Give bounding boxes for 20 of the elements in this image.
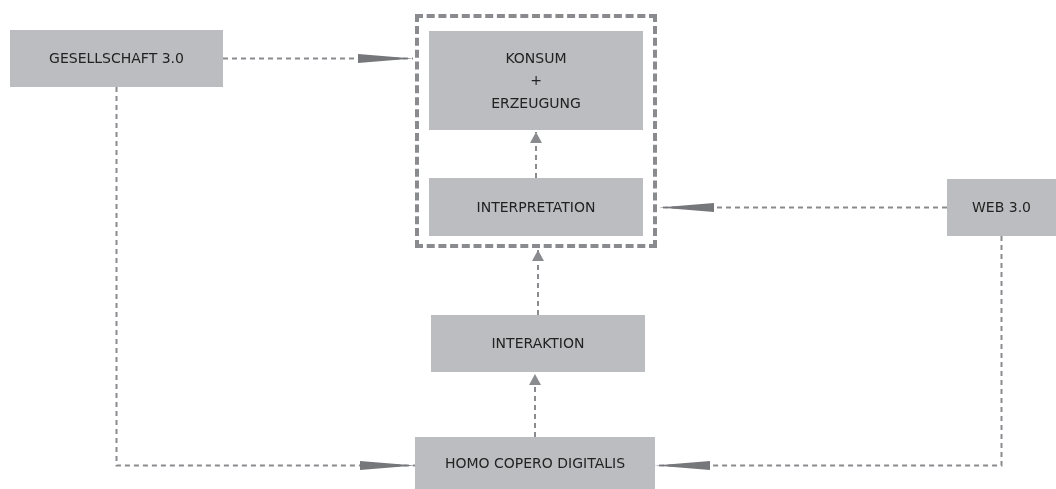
process-box <box>415 437 655 489</box>
box-label: KONSUM + ERZEUGUNG <box>490 48 582 113</box>
dashed-arrow <box>529 373 541 438</box>
dashed-arrow <box>658 203 948 212</box>
box-label: HOMO COPERO DIGITALIS <box>443 453 627 473</box>
dashed-group-frame <box>415 14 657 248</box>
box-label: WEB 3.0 <box>971 198 1032 218</box>
dashed-arrow <box>222 54 414 63</box>
dashed-arrow <box>654 235 1003 471</box>
process-box <box>431 315 645 372</box>
process-box <box>429 178 643 236</box>
process-box <box>429 31 643 130</box>
box-label: GESELLSCHAFT 3.0 <box>48 49 185 69</box>
box-label: INTERAKTION <box>490 334 586 354</box>
process-box <box>947 179 1056 236</box>
dashed-arrow <box>530 131 542 179</box>
process-box <box>10 30 223 87</box>
dashed-arrow <box>115 86 416 471</box>
dashed-arrow <box>532 249 544 316</box>
box-label: INTERPRETATION <box>475 197 597 217</box>
